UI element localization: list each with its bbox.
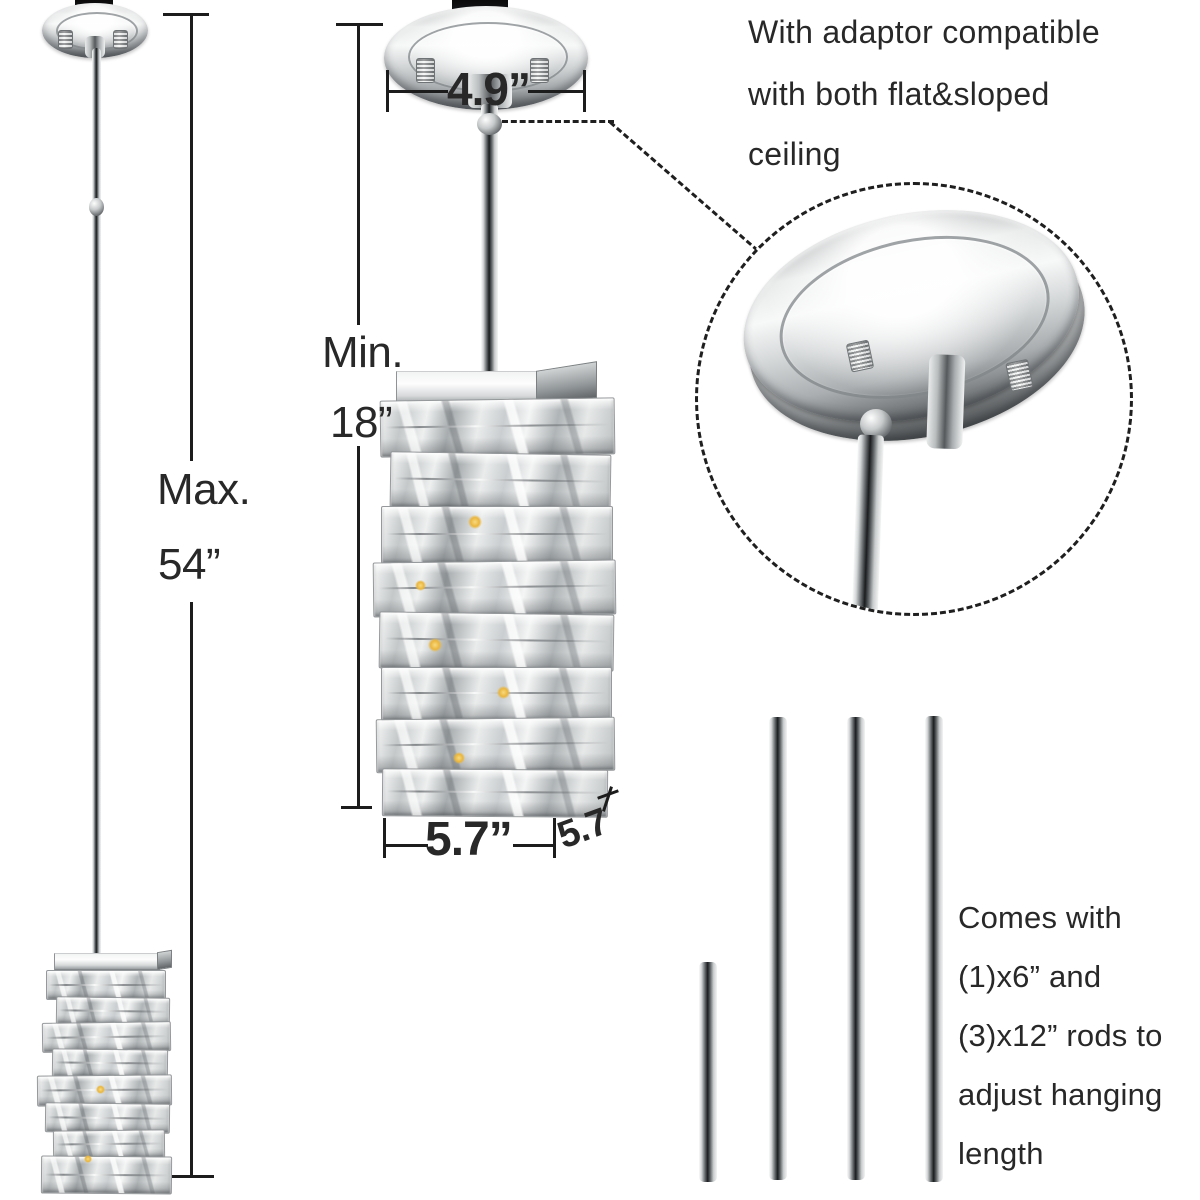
left-canopy-screw-left (58, 30, 73, 49)
canopy-dim-line-right (528, 90, 585, 93)
crystal-slab (375, 716, 616, 774)
middle-canopy-hub (468, 74, 512, 108)
led-glow (497, 686, 510, 699)
shade-width-value: 5.7” (425, 813, 513, 866)
crystal-slab (389, 451, 612, 511)
rod-6-inch (699, 962, 717, 1182)
shade-dim-right-tick (553, 818, 556, 858)
max-dim-top-tick (163, 13, 209, 16)
crystal-slab (379, 397, 616, 458)
led-glow (468, 515, 482, 529)
adaptor-detail-circle (695, 182, 1133, 616)
middle-canopy-screw-left (416, 58, 435, 83)
left-canopy-screw-right (113, 30, 128, 49)
crystal-slab (381, 506, 613, 564)
left-rod-joint (89, 198, 104, 216)
canopy-dim-left-tick (386, 70, 389, 112)
crystal-slab (372, 559, 617, 618)
led-glow (84, 1155, 92, 1163)
min-value: 18” (330, 398, 393, 447)
max-dim-line-upper (190, 13, 193, 461)
min-dim-line-upper (357, 23, 360, 325)
middle-hanging-rod (481, 104, 498, 376)
adaptor-note-line-2: with both flat&sloped (748, 76, 1050, 112)
rod-12-inch-1 (769, 717, 787, 1180)
adaptor-leader-line-diagonal (609, 121, 759, 252)
max-dim-bottom-tick (172, 1175, 214, 1178)
min-dim-bottom-tick (341, 806, 372, 809)
rod-12-inch-3 (925, 716, 943, 1182)
middle-canopy-screw-right (530, 58, 549, 83)
middle-rod-adaptor-joint (477, 113, 502, 135)
crystal-slab (40, 1155, 173, 1195)
shade-dim-line-right (513, 844, 555, 847)
rods-note-line-4: adjust hanging (958, 1077, 1163, 1112)
rods-note-line-3: (3)x12” rods to (958, 1018, 1163, 1053)
max-dim-line-lower (190, 602, 193, 1178)
rods-note-line-2: (1)x6” and (958, 959, 1102, 994)
shade-dim-line-left (386, 844, 428, 847)
max-label: Max. (157, 465, 251, 514)
led-glow (428, 638, 442, 652)
detail-canopy-hub (926, 354, 966, 450)
crystal-slab (378, 611, 615, 672)
rod-12-inch-2 (847, 717, 865, 1180)
led-glow (453, 752, 465, 764)
left-shade-top-plate-side (157, 949, 172, 971)
canopy-dim-line-left (388, 90, 448, 93)
adaptor-note-line-1: With adaptor compatible (748, 14, 1100, 50)
crystal-slab (381, 667, 612, 721)
min-label: Min. (322, 328, 404, 377)
min-dim-line-lower (357, 446, 360, 808)
left-shade-top-plate (54, 953, 160, 971)
crystal-slab (46, 970, 166, 1000)
detail-swivel-ball (860, 409, 892, 439)
rods-note-line-1: Comes with (958, 900, 1122, 935)
detail-tilted-canopy (723, 185, 1113, 496)
shade-dim-left-tick (383, 818, 386, 858)
left-hanging-rod (92, 48, 101, 956)
led-glow (96, 1085, 105, 1094)
adaptor-note-line-3: ceiling (748, 136, 841, 172)
adaptor-leader-line-horizontal (502, 120, 614, 123)
canopy-dim-right-tick (583, 70, 586, 112)
detail-rod (851, 434, 884, 613)
canopy-width-value: 4.9” (447, 63, 531, 115)
rods-note-line-5: length (958, 1136, 1044, 1171)
led-glow (415, 580, 426, 591)
max-value: 54” (158, 540, 221, 589)
